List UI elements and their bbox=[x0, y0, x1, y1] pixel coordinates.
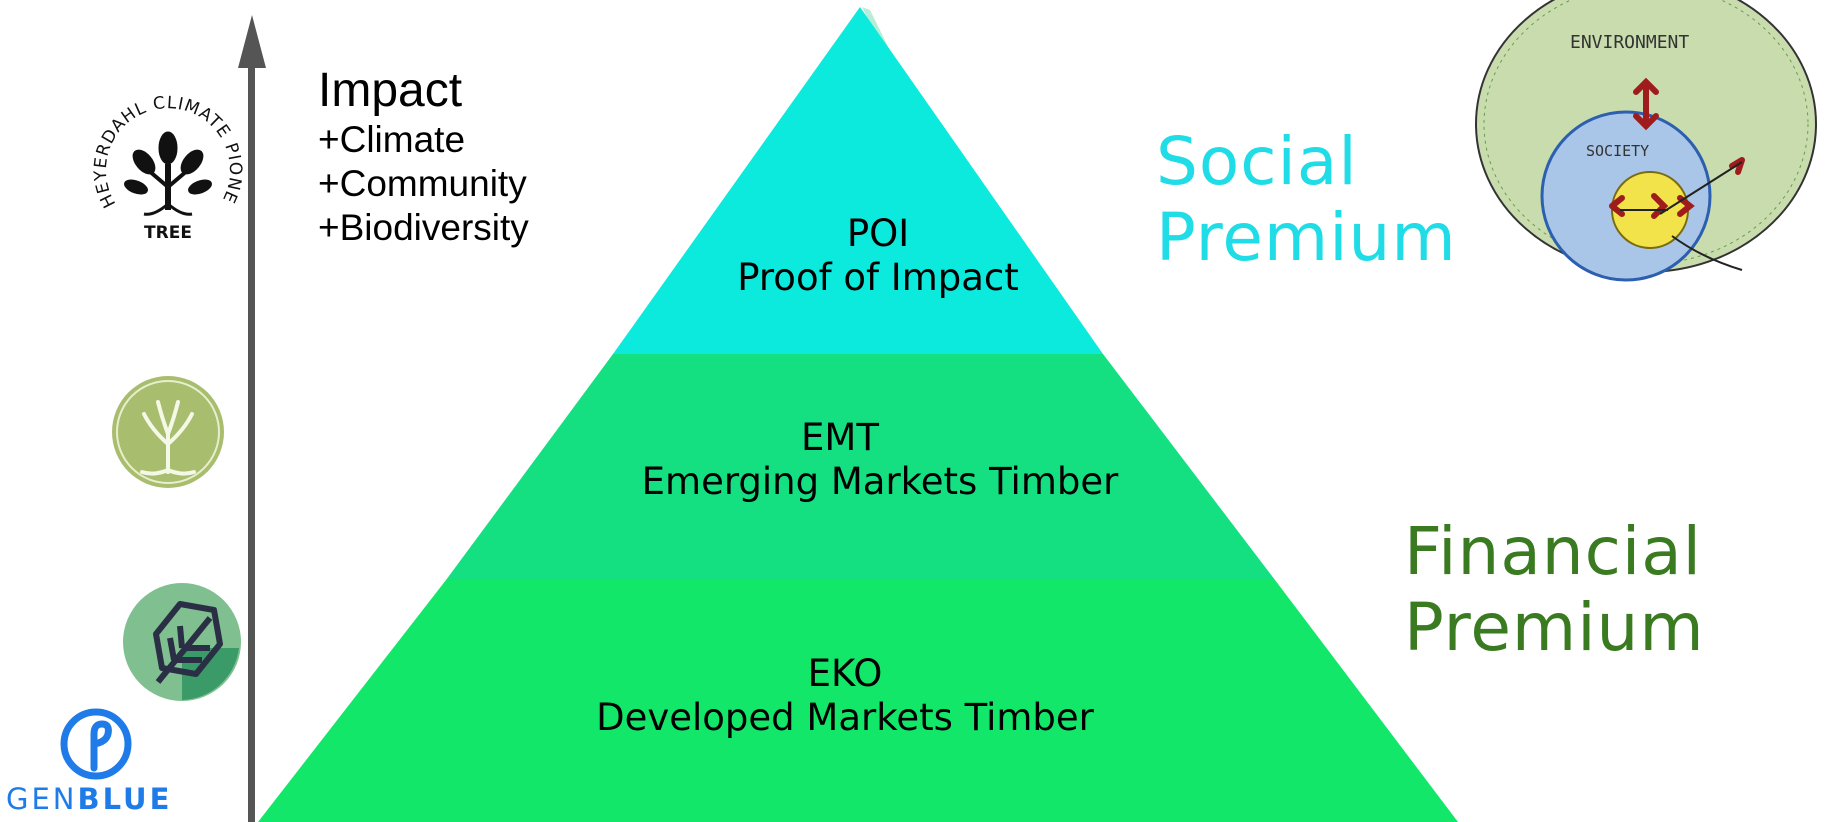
heyerdahl-climate-pioneers-logo: HEYERDAHL CLIMATE PIONEERS TREE bbox=[88, 92, 244, 243]
tree-icon bbox=[124, 131, 212, 216]
tree-of-life-logo bbox=[112, 376, 224, 488]
impact-arrow bbox=[238, 15, 266, 822]
impact-arrowhead bbox=[238, 15, 266, 68]
sketch-society-label: SOCIETY bbox=[1586, 142, 1649, 160]
leaf-icon bbox=[153, 601, 223, 684]
financial-premium-line-2: Premium bbox=[1404, 589, 1705, 666]
impact-arrow-shaft bbox=[248, 65, 255, 822]
financial-premium-line-1: Financial bbox=[1404, 513, 1703, 590]
impact-item-climate: +Climate bbox=[318, 119, 466, 160]
tier-code-eko: EKO bbox=[807, 652, 883, 695]
genblue-icon bbox=[60, 708, 132, 780]
leaf-logo bbox=[123, 583, 241, 701]
sketch-environment-label: ENVIRONMENT bbox=[1570, 32, 1689, 53]
social-premium-line-1: Social bbox=[1156, 123, 1358, 200]
genblue-wordmark: GENBLUE bbox=[6, 782, 172, 816]
impact-list: Impact +Climate +Community +Biodiversity bbox=[318, 64, 529, 250]
impact-item-biodiversity: +Biodiversity bbox=[318, 207, 529, 248]
impact-item-community: +Community bbox=[318, 163, 527, 204]
pyramid-tier-eko bbox=[258, 580, 1458, 822]
tier-code-emt: EMT bbox=[801, 416, 879, 459]
social-premium: Social Premium bbox=[1156, 124, 1457, 276]
financial-premium: Financial Premium bbox=[1404, 514, 1705, 666]
tier-label-emt: EMT Emerging Markets Timber bbox=[642, 416, 1119, 504]
tier-name-eko: Developed Markets Timber bbox=[596, 696, 1094, 739]
tier-name-emt: Emerging Markets Timber bbox=[641, 460, 1119, 503]
pyramid-tier-emt bbox=[446, 354, 1275, 580]
environment-society-sketch: ENVIRONMENT SOCIETY bbox=[1475, 0, 1817, 282]
tier-label-eko: EKO Developed Markets Timber bbox=[596, 652, 1094, 740]
tier-label-poi: POI Proof of Impact bbox=[737, 212, 1019, 300]
impact-title: Impact bbox=[318, 64, 463, 117]
social-premium-line-2: Premium bbox=[1156, 199, 1457, 276]
arrow-icons bbox=[1609, 77, 1745, 219]
heyerdahl-bottom-text: TREE bbox=[144, 223, 192, 243]
genblue-logo: GENBLUE bbox=[2, 706, 188, 818]
tier-name-poi: Proof of Impact bbox=[737, 256, 1019, 299]
genblue-wordmark-bold: BLUE bbox=[77, 782, 173, 816]
pyramid-tier-poi bbox=[613, 7, 1103, 354]
genblue-wordmark-light: GEN bbox=[6, 782, 78, 816]
tier-code-poi: POI bbox=[846, 212, 910, 255]
